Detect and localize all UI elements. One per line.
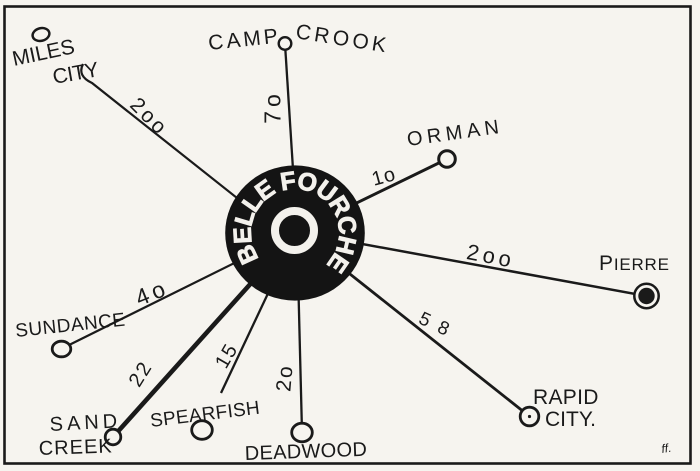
svg-text:SAND: SAND bbox=[49, 410, 122, 436]
svg-text:RAPID: RAPID bbox=[533, 386, 599, 409]
svg-text:CREEK: CREEK bbox=[38, 435, 113, 460]
svg-text:PIERRE: PIERRE bbox=[599, 252, 670, 275]
svg-text:CITY.: CITY. bbox=[545, 408, 596, 431]
svg-text:2o: 2o bbox=[272, 363, 297, 392]
svg-text:DEADWOOD: DEADWOOD bbox=[244, 439, 367, 465]
svg-text:ff.: ff. bbox=[660, 441, 672, 456]
svg-text:7o: 7o bbox=[260, 90, 286, 124]
